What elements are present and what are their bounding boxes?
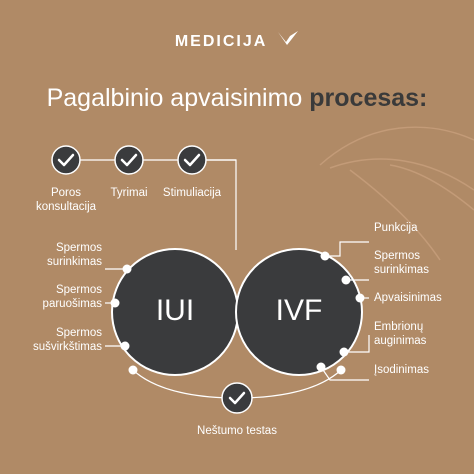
final-step-label: Neštumo testas: [197, 425, 277, 437]
page-title: Pagalbinio apvaisinimo procesas:: [0, 84, 474, 113]
connector-line: [192, 159, 237, 250]
ivf-label: IVF: [275, 294, 323, 327]
ivf-step-label: Įsodinimas: [374, 363, 464, 377]
iui-label: IUI: [155, 294, 195, 327]
title-bold: procesas:: [309, 84, 428, 112]
ivf-step-label: Punkcija: [374, 221, 464, 235]
step-label: Tyrimai: [99, 186, 159, 200]
ivf-step-text: Punkcija: [374, 222, 418, 234]
ivf-circle: [235, 248, 363, 376]
leaf-decoration: [319, 126, 474, 261]
check-icon: [221, 382, 253, 414]
ivf-step-text: Apvaisinimas: [374, 292, 442, 304]
check-icon: [51, 145, 81, 175]
brand-logo: MEDICIJA: [0, 30, 474, 51]
ivf-step-text: Įsodinimas: [374, 364, 429, 376]
step-label-text: Stimuliacija: [162, 187, 222, 199]
brand-name: MEDICIJA: [174, 33, 267, 50]
check-icon: [177, 145, 207, 175]
step-label-text: Tyrimai: [110, 187, 148, 199]
title-normal: Pagalbinio apvaisinimo: [46, 84, 310, 112]
ivf-connector-1: [325, 241, 369, 257]
ivf-connector-5: [320, 366, 369, 381]
connector-dots: [110, 251, 365, 375]
check-icon: [114, 145, 144, 175]
step-label: Stimuliacija: [157, 186, 227, 200]
bird-icon: [277, 30, 299, 49]
ivf-step-label: Apvaisinimas: [374, 291, 464, 305]
ivf-connector-4: [344, 335, 370, 353]
